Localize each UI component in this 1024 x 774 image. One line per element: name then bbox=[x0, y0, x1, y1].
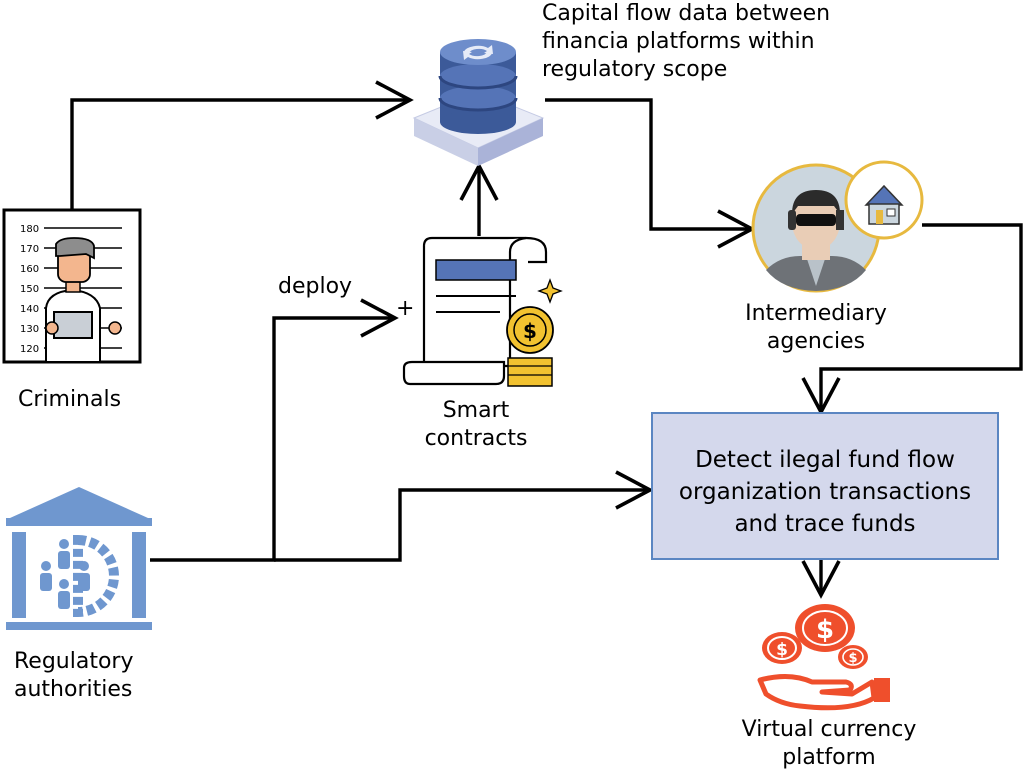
connectors bbox=[70, 80, 1023, 599]
virtual-currency-label: Virtual currency platform bbox=[726, 716, 932, 772]
mugshot-height-ticks: 180 170 160 150 140 130 120 bbox=[20, 224, 39, 355]
svg-text:$: $ bbox=[776, 640, 788, 660]
tick-170: 170 bbox=[20, 244, 39, 255]
tick-160: 160 bbox=[20, 264, 39, 275]
tick-120: 120 bbox=[20, 344, 39, 355]
intermediary-agent-icon bbox=[751, 160, 924, 293]
database-sync-icon bbox=[412, 39, 545, 166]
svg-text:$: $ bbox=[816, 615, 834, 645]
detect-line-3: and trace funds bbox=[734, 511, 916, 537]
tick-130: 130 bbox=[20, 324, 39, 335]
database-caption: Capital flow data between financia platf… bbox=[542, 0, 830, 84]
tick-140: 140 bbox=[20, 304, 39, 315]
regulatory-building-icon bbox=[6, 487, 152, 630]
criminals-label: Criminals bbox=[18, 387, 122, 412]
regulatory-line-2: authorities bbox=[14, 677, 133, 702]
intermediary-line-2: agencies bbox=[766, 329, 866, 354]
database-caption-line-2: financia platforms within bbox=[542, 29, 815, 54]
money-hand-icon: $ $ $ bbox=[757, 604, 890, 711]
edge-database-to-intermediary bbox=[545, 98, 756, 249]
deploy-label: deploy bbox=[278, 274, 353, 299]
detect-line-2: organization transactions bbox=[678, 479, 972, 505]
database-caption-line-3: regulatory scope bbox=[542, 57, 728, 82]
smart-contracts-line-2: contracts bbox=[424, 426, 528, 451]
database-caption-line-1: Capital flow data between bbox=[542, 1, 831, 26]
smart-contracts-line-1: Smart bbox=[442, 398, 510, 423]
edge-regulators-to-detect bbox=[274, 470, 654, 562]
detect-process-box bbox=[651, 412, 999, 560]
svg-text:$: $ bbox=[848, 651, 857, 666]
intermediary-line-1: Intermediary bbox=[745, 301, 887, 326]
tick-150: 150 bbox=[20, 284, 39, 295]
detect-line-1: Detect ilegal fund flow bbox=[695, 447, 955, 473]
criminal-mugshot-icon bbox=[2, 208, 142, 364]
svg-text:$: $ bbox=[523, 319, 537, 343]
intermediary-label: Intermediary agencies bbox=[730, 300, 902, 356]
regulatory-label: Regulatory authorities bbox=[14, 648, 134, 704]
edge-intermediary-to-detect bbox=[801, 223, 1023, 416]
virtual-currency-line-2: platform bbox=[782, 745, 876, 770]
edge-criminals-to-database bbox=[70, 80, 414, 210]
edge-regulators-deploy-contracts bbox=[150, 298, 399, 562]
smart-contract-scroll-icon: $ bbox=[402, 236, 563, 387]
regulatory-line-1: Regulatory bbox=[14, 649, 134, 674]
plus-sign: + bbox=[396, 296, 415, 321]
smart-contracts-label: Smart contracts bbox=[408, 397, 544, 453]
tick-180: 180 bbox=[20, 224, 39, 235]
detect-box-text: Detect ilegal fund flow organization tra… bbox=[652, 444, 998, 540]
virtual-currency-line-1: Virtual currency bbox=[741, 717, 917, 742]
